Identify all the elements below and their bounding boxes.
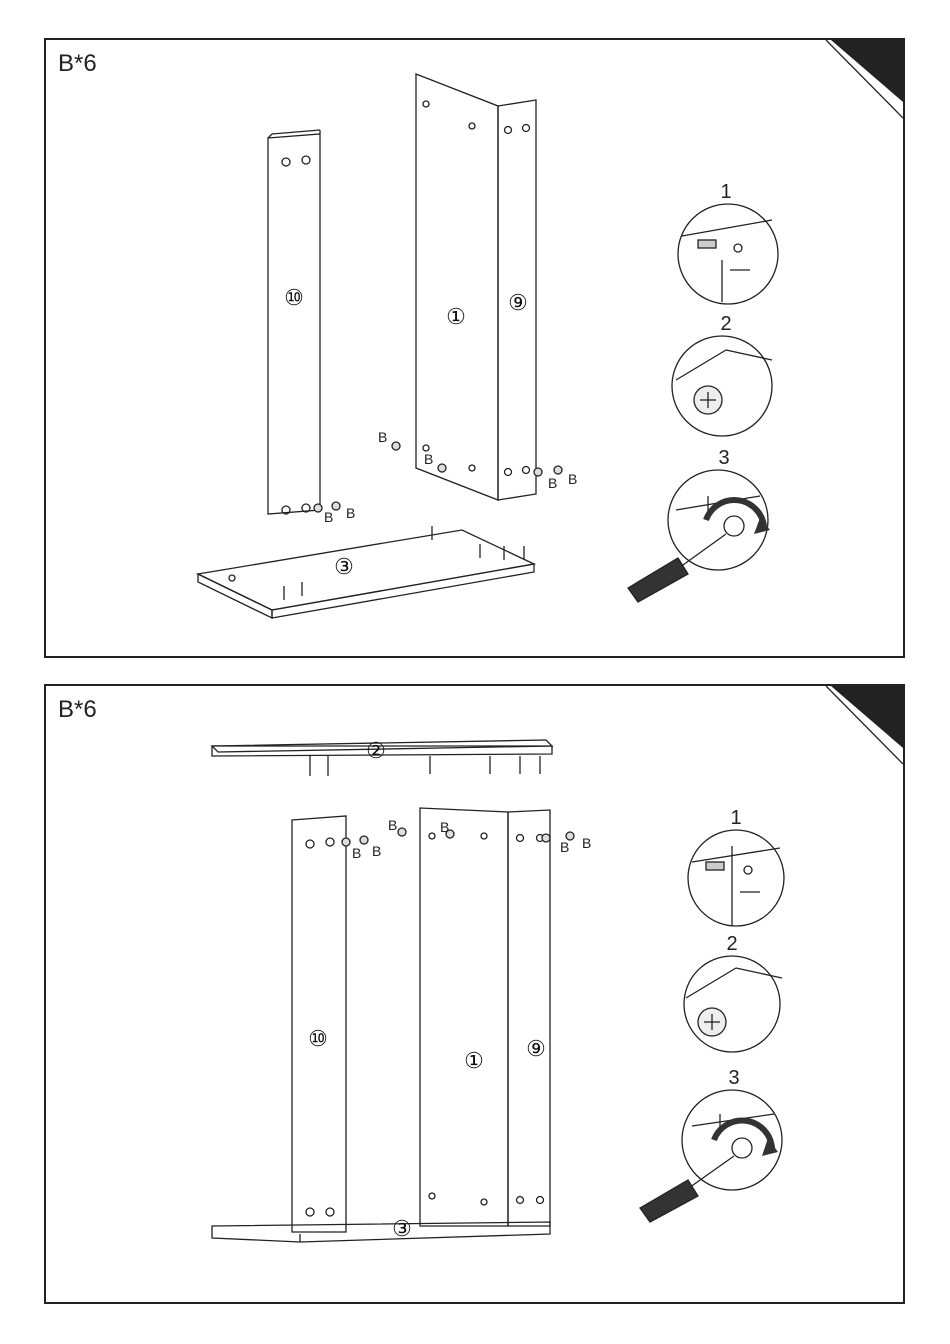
hardware-label-b: B xyxy=(548,475,557,491)
step-number: 3 xyxy=(728,1067,739,1089)
hardware-label-b: B xyxy=(378,429,387,445)
part-1-board: ① xyxy=(416,74,498,500)
step-number: 2 xyxy=(720,313,731,335)
assembly-illustration: ⑩ ① ⑨ ③ xyxy=(46,40,903,656)
hardware-label-b: B xyxy=(424,451,433,467)
part-2-board: ② xyxy=(212,738,552,776)
hardware-label-b: B xyxy=(346,505,355,521)
hardware-label-b: B xyxy=(372,843,381,859)
part-9-label: ⑨ xyxy=(526,1036,546,1061)
part-9-board: ⑨ xyxy=(498,100,536,500)
detail-step-3: 3 xyxy=(640,1067,782,1222)
part-1-label: ① xyxy=(446,304,466,329)
hardware-label-b: B xyxy=(324,509,333,525)
detail-step-2: 2 xyxy=(672,313,772,436)
hardware-label-b: B xyxy=(568,471,577,487)
hardware-label-b: B xyxy=(440,819,449,835)
part-3-board: ③ xyxy=(198,526,534,618)
part-10-board: ⑩ xyxy=(268,130,320,514)
step-number: 2 xyxy=(726,933,737,955)
part-10-label: ⑩ xyxy=(308,1026,328,1051)
detail-step-2: 2 xyxy=(684,933,782,1052)
step-number: 3 xyxy=(718,447,729,469)
hardware-label-b: B xyxy=(560,839,569,855)
detail-step-3: 3 xyxy=(628,447,770,602)
part-2-label: ② xyxy=(366,738,386,763)
detail-step-1: 1 xyxy=(688,807,784,926)
part-3-label: ③ xyxy=(392,1216,412,1241)
part-9-board: ⑨ xyxy=(508,810,550,1226)
step-number: 1 xyxy=(720,181,731,203)
corner-marker xyxy=(831,40,903,102)
assembly-illustration: ② ⑩ ① ⑨ ③ xyxy=(46,686,903,1302)
hardware-label-b: B xyxy=(352,845,361,861)
part-1-board: ① xyxy=(420,808,508,1226)
step-number: 1 xyxy=(730,807,741,829)
part-3-label: ③ xyxy=(334,554,354,579)
part-10-board: ⑩ xyxy=(292,816,346,1232)
part-10-label: ⑩ xyxy=(284,285,304,310)
hardware-label-b: B xyxy=(582,835,591,851)
part-9-label: ⑨ xyxy=(508,290,528,315)
part-3-board: ③ xyxy=(212,1216,550,1242)
detail-step-1: 1 xyxy=(678,181,778,304)
assembly-step-panel-top: B*6 ⑩ ① ⑨ xyxy=(44,38,905,658)
corner-marker xyxy=(831,686,903,748)
hardware-label-b: B xyxy=(388,817,397,833)
assembly-step-panel-bottom: B*6 ② ⑩ ① xyxy=(44,684,905,1304)
part-1-label: ① xyxy=(464,1048,484,1073)
